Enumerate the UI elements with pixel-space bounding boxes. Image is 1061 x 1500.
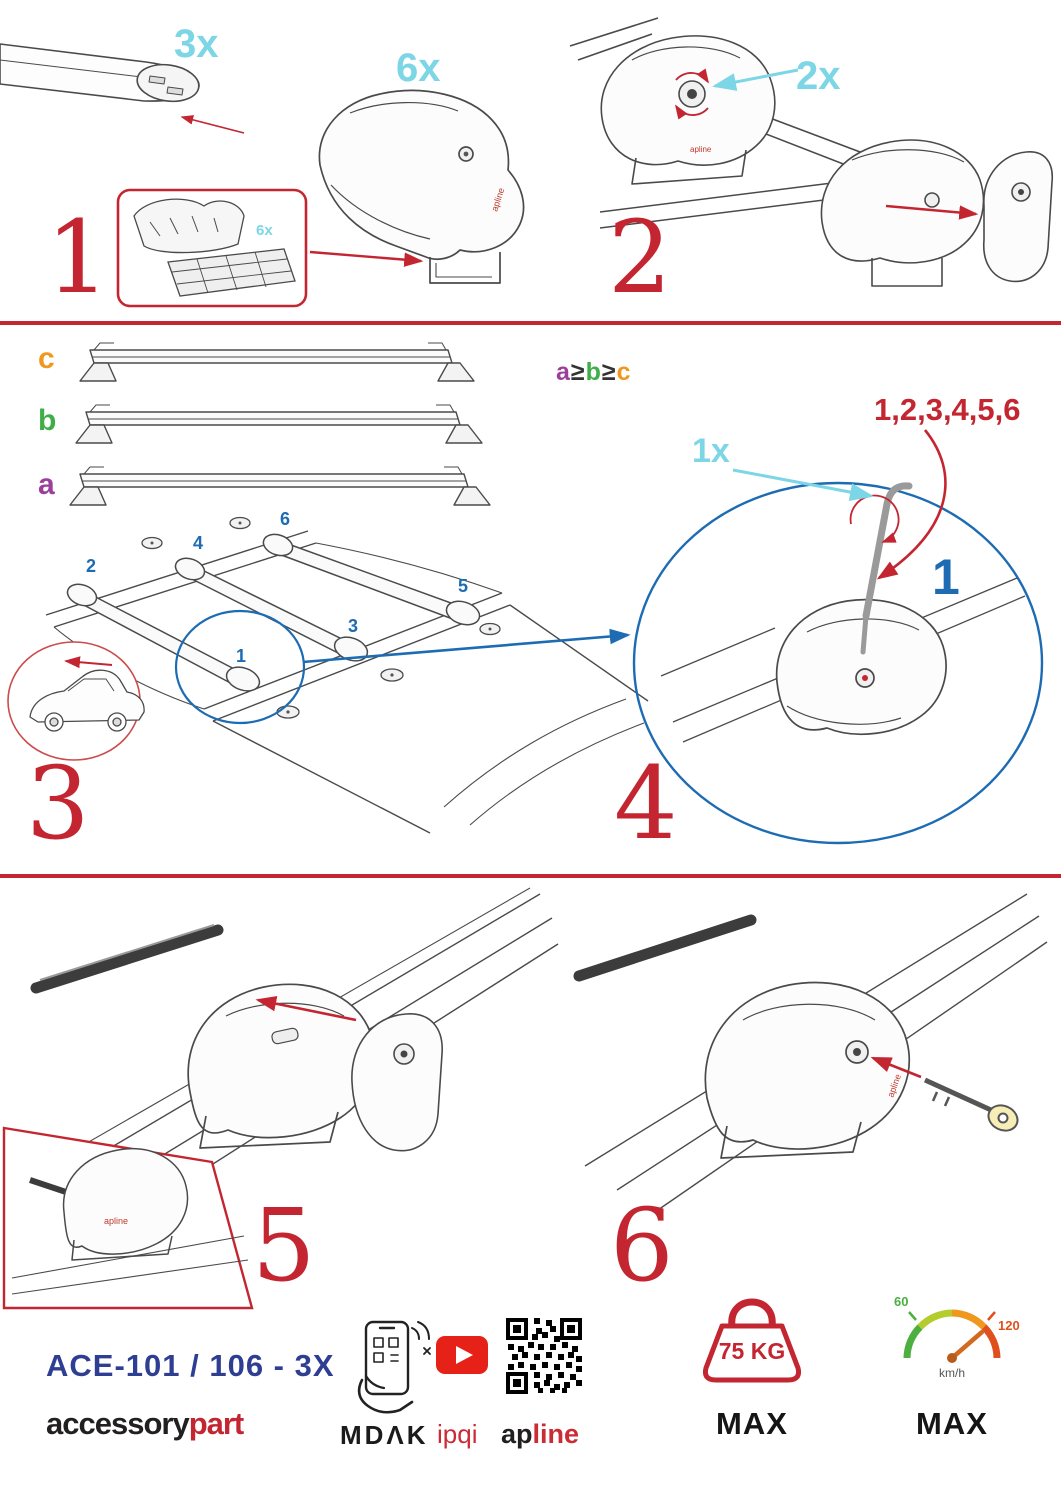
bar-b-drawing [75,404,483,444]
bar-c-drawing [79,342,475,382]
foot-brand-text: apline [690,145,712,154]
mdak-logo-text: MDΛK [340,1420,429,1450]
section-divider-2 [0,874,1061,878]
apline-logo-text: apline [501,1419,579,1450]
step3-number: 3 [26,745,90,862]
step1-number: 1 [46,199,110,316]
pad-to-foot-arrow [309,250,424,267]
bar-pointer-arrow [180,115,245,134]
pad-qty-label: 6x [256,222,273,239]
size-order-label: a≥b≥c [556,358,632,387]
rotate-arrow [849,494,900,543]
zoom-ellipse [632,481,1044,845]
key-qty-label: 1x [692,432,730,470]
step2-number: 2 [608,199,672,316]
car-inset-drawing [7,641,145,761]
bar-a-drawing [69,466,491,506]
foot-brand-text: apline [104,1216,128,1226]
brand-part-text: part [188,1406,245,1441]
order-gte-2: ≥ [601,358,617,386]
rotate-arrow [675,104,709,120]
speed-limit-gauge-icon [903,1309,1001,1363]
bar-qty-label: 3x [174,22,219,66]
ipqi-logo-text: ipqi [437,1419,478,1449]
allen-key-drawing [849,482,913,655]
gauge-needle [949,1329,985,1361]
position-label-5: 5 [458,576,469,596]
foot-top-view-drawing: apline [569,17,909,187]
qr-code [506,1318,582,1394]
position1-highlight-circle [174,609,306,725]
crossbar-sizes-illustration [69,342,491,506]
mount-pads [141,516,501,719]
car-roof-illustration [7,516,649,834]
closed-foot-inset: apline [2,1126,254,1310]
model-number-label: ACE-101 / 106 - 3X [46,1348,335,1383]
mount-direction-arrow [64,656,113,669]
apline-red-text: line [532,1419,580,1449]
phone-scan-icon [357,1320,431,1414]
order-b: b [585,358,602,386]
order-a: a [556,358,571,386]
step4-number: 4 [614,745,678,862]
youtube-icon [436,1336,488,1374]
start-position-label: 1 [932,549,960,605]
size-label-a: a [38,468,55,501]
speed-low-label: 60 [894,1294,909,1309]
cover-drawing [983,151,1053,283]
speed-max-label: MAX [916,1406,988,1441]
step6-illustration: apline [573,893,1048,1213]
pad-inset-box [116,188,308,308]
position-label-4: 4 [193,533,204,553]
step5-cover-drawing [351,1013,443,1152]
crossbar-drawing [0,43,200,103]
step6-number: 6 [610,1187,674,1304]
rotate-arrow [675,68,709,84]
weight-max-label: MAX [716,1406,788,1441]
speed-high-label: 120 [998,1318,1020,1333]
step4-zoom-illustration [632,429,1044,845]
position-label-3: 3 [348,616,359,636]
crossbar-end [30,924,224,994]
foot-drawing: apline [318,89,525,284]
foot-qty-label: 6x [396,46,441,90]
order-gte-1: ≥ [570,358,586,386]
size-label-c: c [38,342,55,375]
crossbars-on-roof [66,533,481,692]
key-insert-arrow [870,1056,922,1079]
crossbar-end [573,914,757,982]
size-label-b: b [38,404,57,437]
sequence-arrow [876,429,947,580]
weight-limit-icon [703,1298,801,1383]
step1-illustration: apline [0,43,525,308]
section-divider-1 [0,321,1061,325]
lock-qty-label: 2x [796,54,841,98]
brand-wordmark: accessorypart [46,1406,245,1442]
position-label-6: 6 [280,509,291,529]
step5-number: 5 [252,1187,316,1304]
step5-foot-drawing [187,983,376,1149]
zoom-arrow [302,628,631,664]
step2-illustration: apline [569,17,1053,287]
apline-black-text: ap [501,1419,533,1449]
weight-value-label: 75 KG [718,1338,786,1364]
position-label-2: 2 [86,556,97,576]
position-label-1: 1 [236,646,247,666]
step5-illustration: apline [2,887,559,1310]
lock-qty-arrow [712,68,799,91]
cover-arrow [885,204,979,220]
order-c: c [616,358,632,386]
brand-accessory-text: accessory [46,1406,190,1441]
zoom-foot-drawing [660,577,1026,743]
step6-foot-drawing: apline [704,981,911,1159]
key-qty-arrow [732,468,874,501]
cover-slide-arrow [255,995,357,1022]
speed-unit-label: km/h [938,1366,965,1380]
crossbar-highlight [39,924,215,981]
tighten-sequence-label: 1,2,3,4,5,6 [874,392,1021,427]
key-drawing [923,1077,1019,1132]
